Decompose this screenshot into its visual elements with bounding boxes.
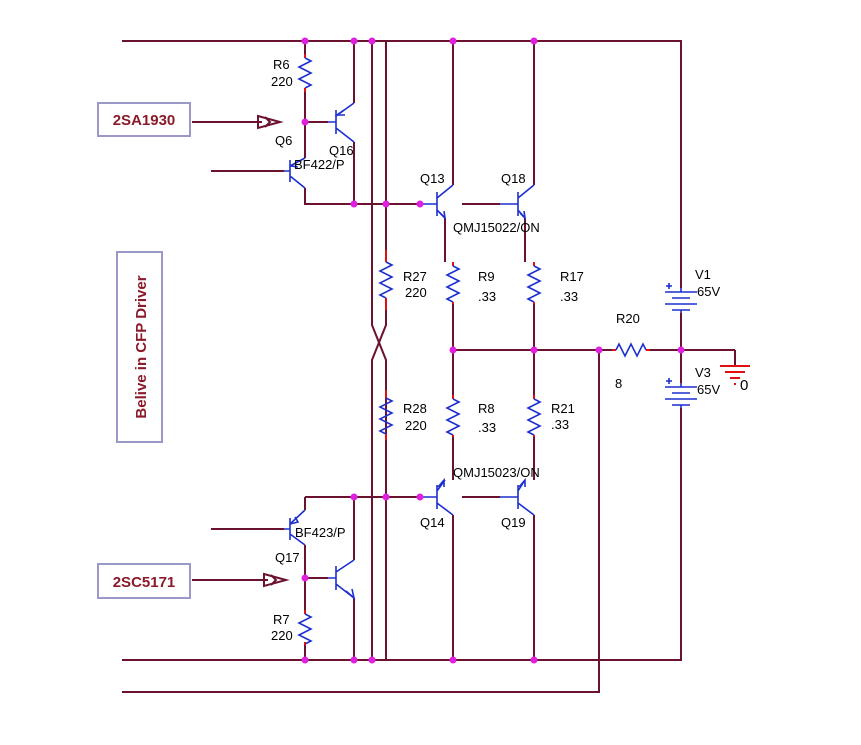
junction-dot (677, 346, 685, 354)
input-label-bottom-text: 2SC5171 (113, 574, 176, 591)
transistor-q13 (420, 184, 454, 221)
input-label-bottom: 2SC5171 (97, 563, 191, 599)
junction-dot (416, 493, 424, 501)
v3-ref: V3 (695, 365, 711, 380)
resistor-r9 (445, 262, 461, 304)
junction-dot (350, 37, 358, 45)
junction-dot (595, 346, 603, 354)
r17-ref: R17 (560, 269, 584, 284)
junction-dot (449, 346, 457, 354)
q13-model: QMJ15022/ON (453, 220, 540, 235)
resistor-r27 (378, 250, 394, 310)
junction-dot (350, 656, 358, 664)
r7-ref: R7 (273, 612, 290, 627)
transistor-q16 (328, 102, 355, 143)
q16-ref: Q16 (329, 143, 354, 158)
transistor-q14 (420, 477, 454, 516)
junction-dot (301, 574, 309, 582)
q14-model: QMJ15023/ON (453, 465, 540, 480)
junction-dot (301, 118, 309, 126)
r27-value: 220 (405, 285, 427, 300)
q14-ref: Q14 (420, 515, 445, 530)
r17-value: .33 (560, 289, 578, 304)
r8-value: .33 (478, 420, 496, 435)
wires (122, 40, 735, 693)
junction-dots (301, 37, 685, 664)
input-arrow-bottom-icon (263, 572, 290, 588)
q6-ref: Q6 (275, 133, 292, 148)
junction-dot (350, 493, 358, 501)
q17-ref: Q17 (275, 550, 300, 565)
junction-dot (449, 656, 457, 664)
r9-value: .33 (478, 289, 496, 304)
junction-dot (368, 37, 376, 45)
r21-ref: R21 (551, 401, 575, 416)
junction-dot (530, 37, 538, 45)
v1-ref: V1 (695, 267, 711, 282)
r6-ref: R6 (273, 57, 290, 72)
note-box: Belive in CFP Driver (116, 251, 163, 443)
q19-ref: Q19 (501, 515, 526, 530)
r7-value: 220 (271, 628, 293, 643)
r8-ref: R8 (478, 401, 495, 416)
q18-ref: Q18 (501, 171, 526, 186)
junction-dot (382, 200, 390, 208)
component-labels: R6 220 Q6 BF422/P Q16 Q13 Q18 QMJ15022/O… (271, 57, 748, 643)
input-label-top-text: 2SA1930 (113, 112, 176, 129)
input-arrow-top-icon (257, 114, 284, 130)
resistor-r20 (612, 342, 650, 358)
r20-value: 8 (615, 376, 622, 391)
transistor-q19 (500, 477, 535, 516)
transistor-q17-companion (328, 559, 356, 601)
resistor-r21 (526, 395, 542, 437)
r28-ref: R28 (403, 401, 427, 416)
junction-dot (301, 656, 309, 664)
v3-value: 65V (697, 382, 720, 397)
ground-icon (720, 350, 750, 385)
q17-model: BF423/P (295, 525, 346, 540)
transistor-q17 (284, 509, 306, 546)
r20-ref: R20 (616, 311, 640, 326)
junction-dot (416, 200, 424, 208)
q13-ref: Q13 (420, 171, 445, 186)
r6-value: 220 (271, 74, 293, 89)
transistor-q6 (284, 157, 306, 189)
r27-ref: R27 (403, 269, 427, 284)
r9-ref: R9 (478, 269, 495, 284)
junction-dot (530, 346, 538, 354)
voltage-source-v3 (665, 378, 697, 408)
resistor-r17 (526, 262, 542, 304)
input-label-top: 2SA1930 (97, 102, 191, 137)
junction-dot (382, 493, 390, 501)
r21-value: .33 (551, 417, 569, 432)
junction-dot (301, 37, 309, 45)
transistor-q18 (500, 184, 535, 221)
junction-dot (368, 656, 376, 664)
voltage-source-v1 (665, 283, 697, 313)
resistor-r6 (297, 54, 313, 92)
r28-value: 220 (405, 418, 427, 433)
v1-value: 65V (697, 284, 720, 299)
junction-dot (449, 37, 457, 45)
junction-dot (350, 200, 358, 208)
note-text: Belive in CFP Driver (133, 275, 150, 418)
resistor-r28 (378, 390, 394, 440)
resistor-r8 (445, 395, 461, 437)
q6-model: BF422/P (294, 157, 345, 172)
junction-dot (530, 656, 538, 664)
ground-value: 0 (740, 377, 748, 394)
resistor-r7 (297, 610, 313, 645)
